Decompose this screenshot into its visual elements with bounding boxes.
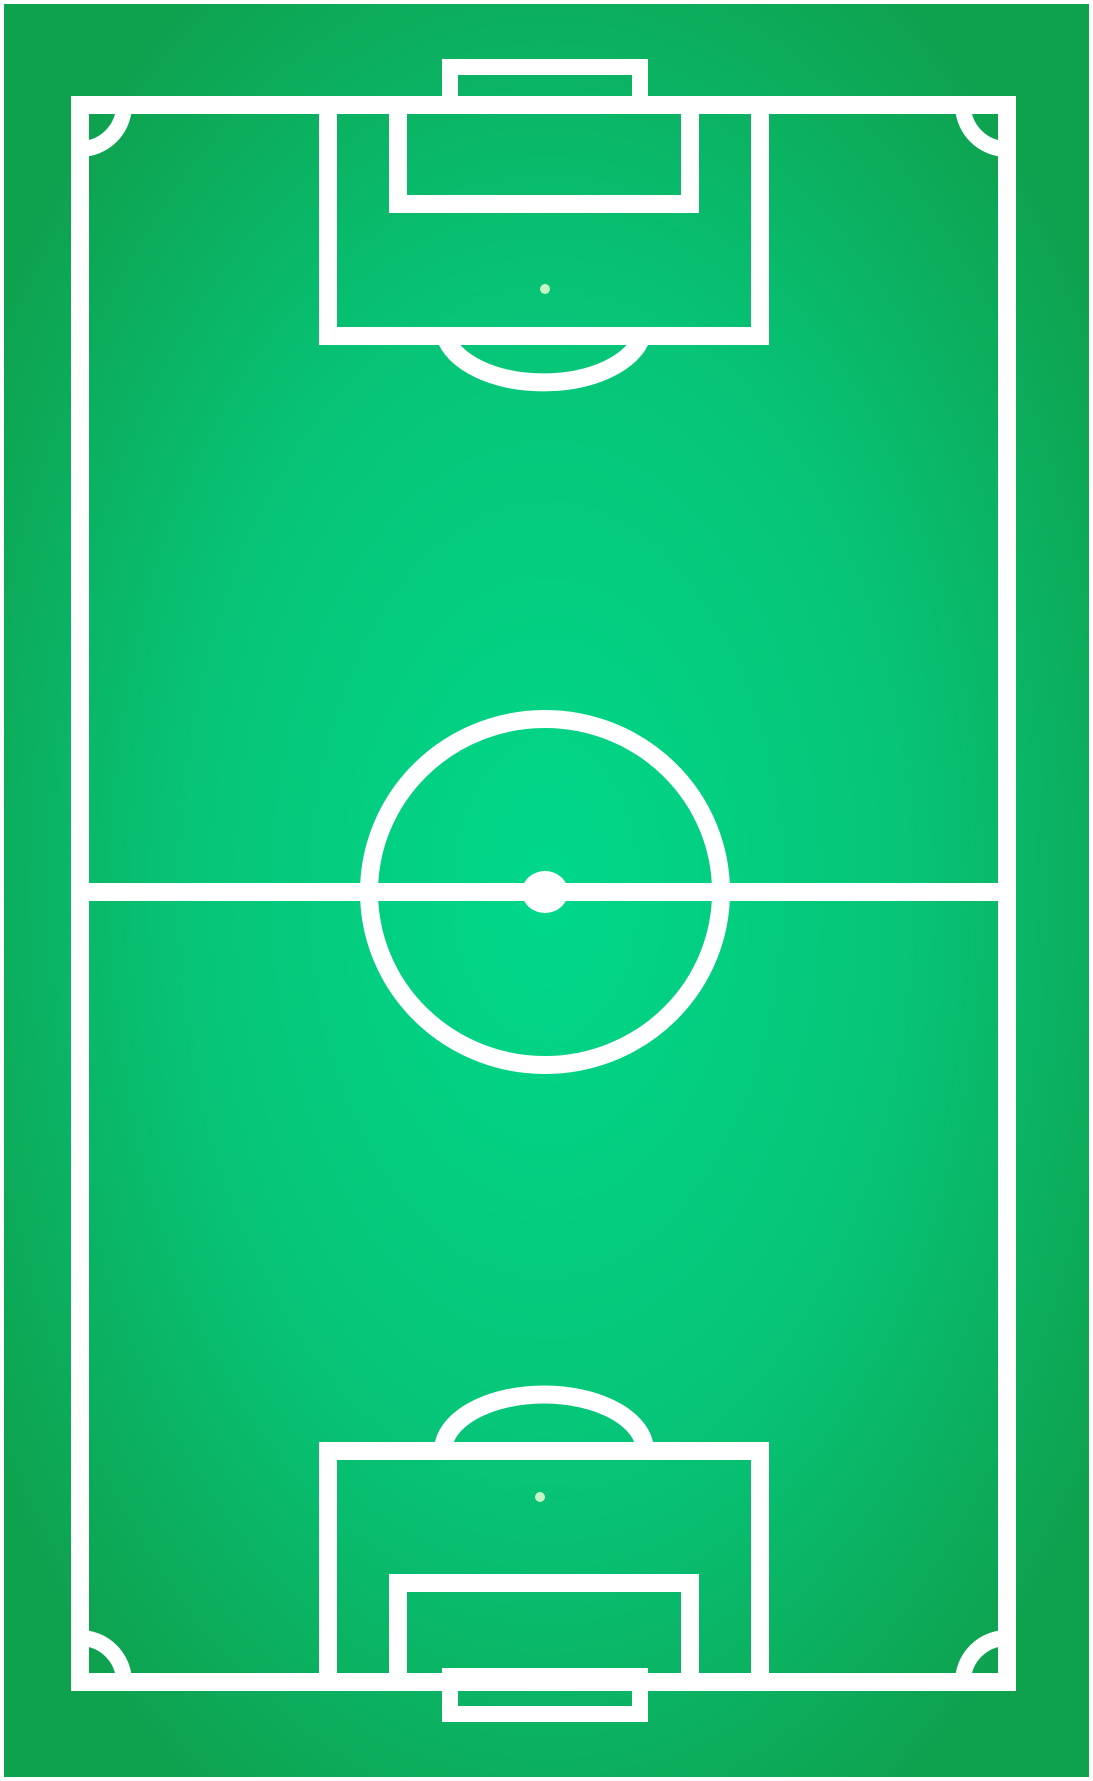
center-spot: [522, 871, 568, 913]
top-penalty-spot: [540, 284, 550, 294]
bottom-penalty-spot: [535, 1492, 545, 1502]
